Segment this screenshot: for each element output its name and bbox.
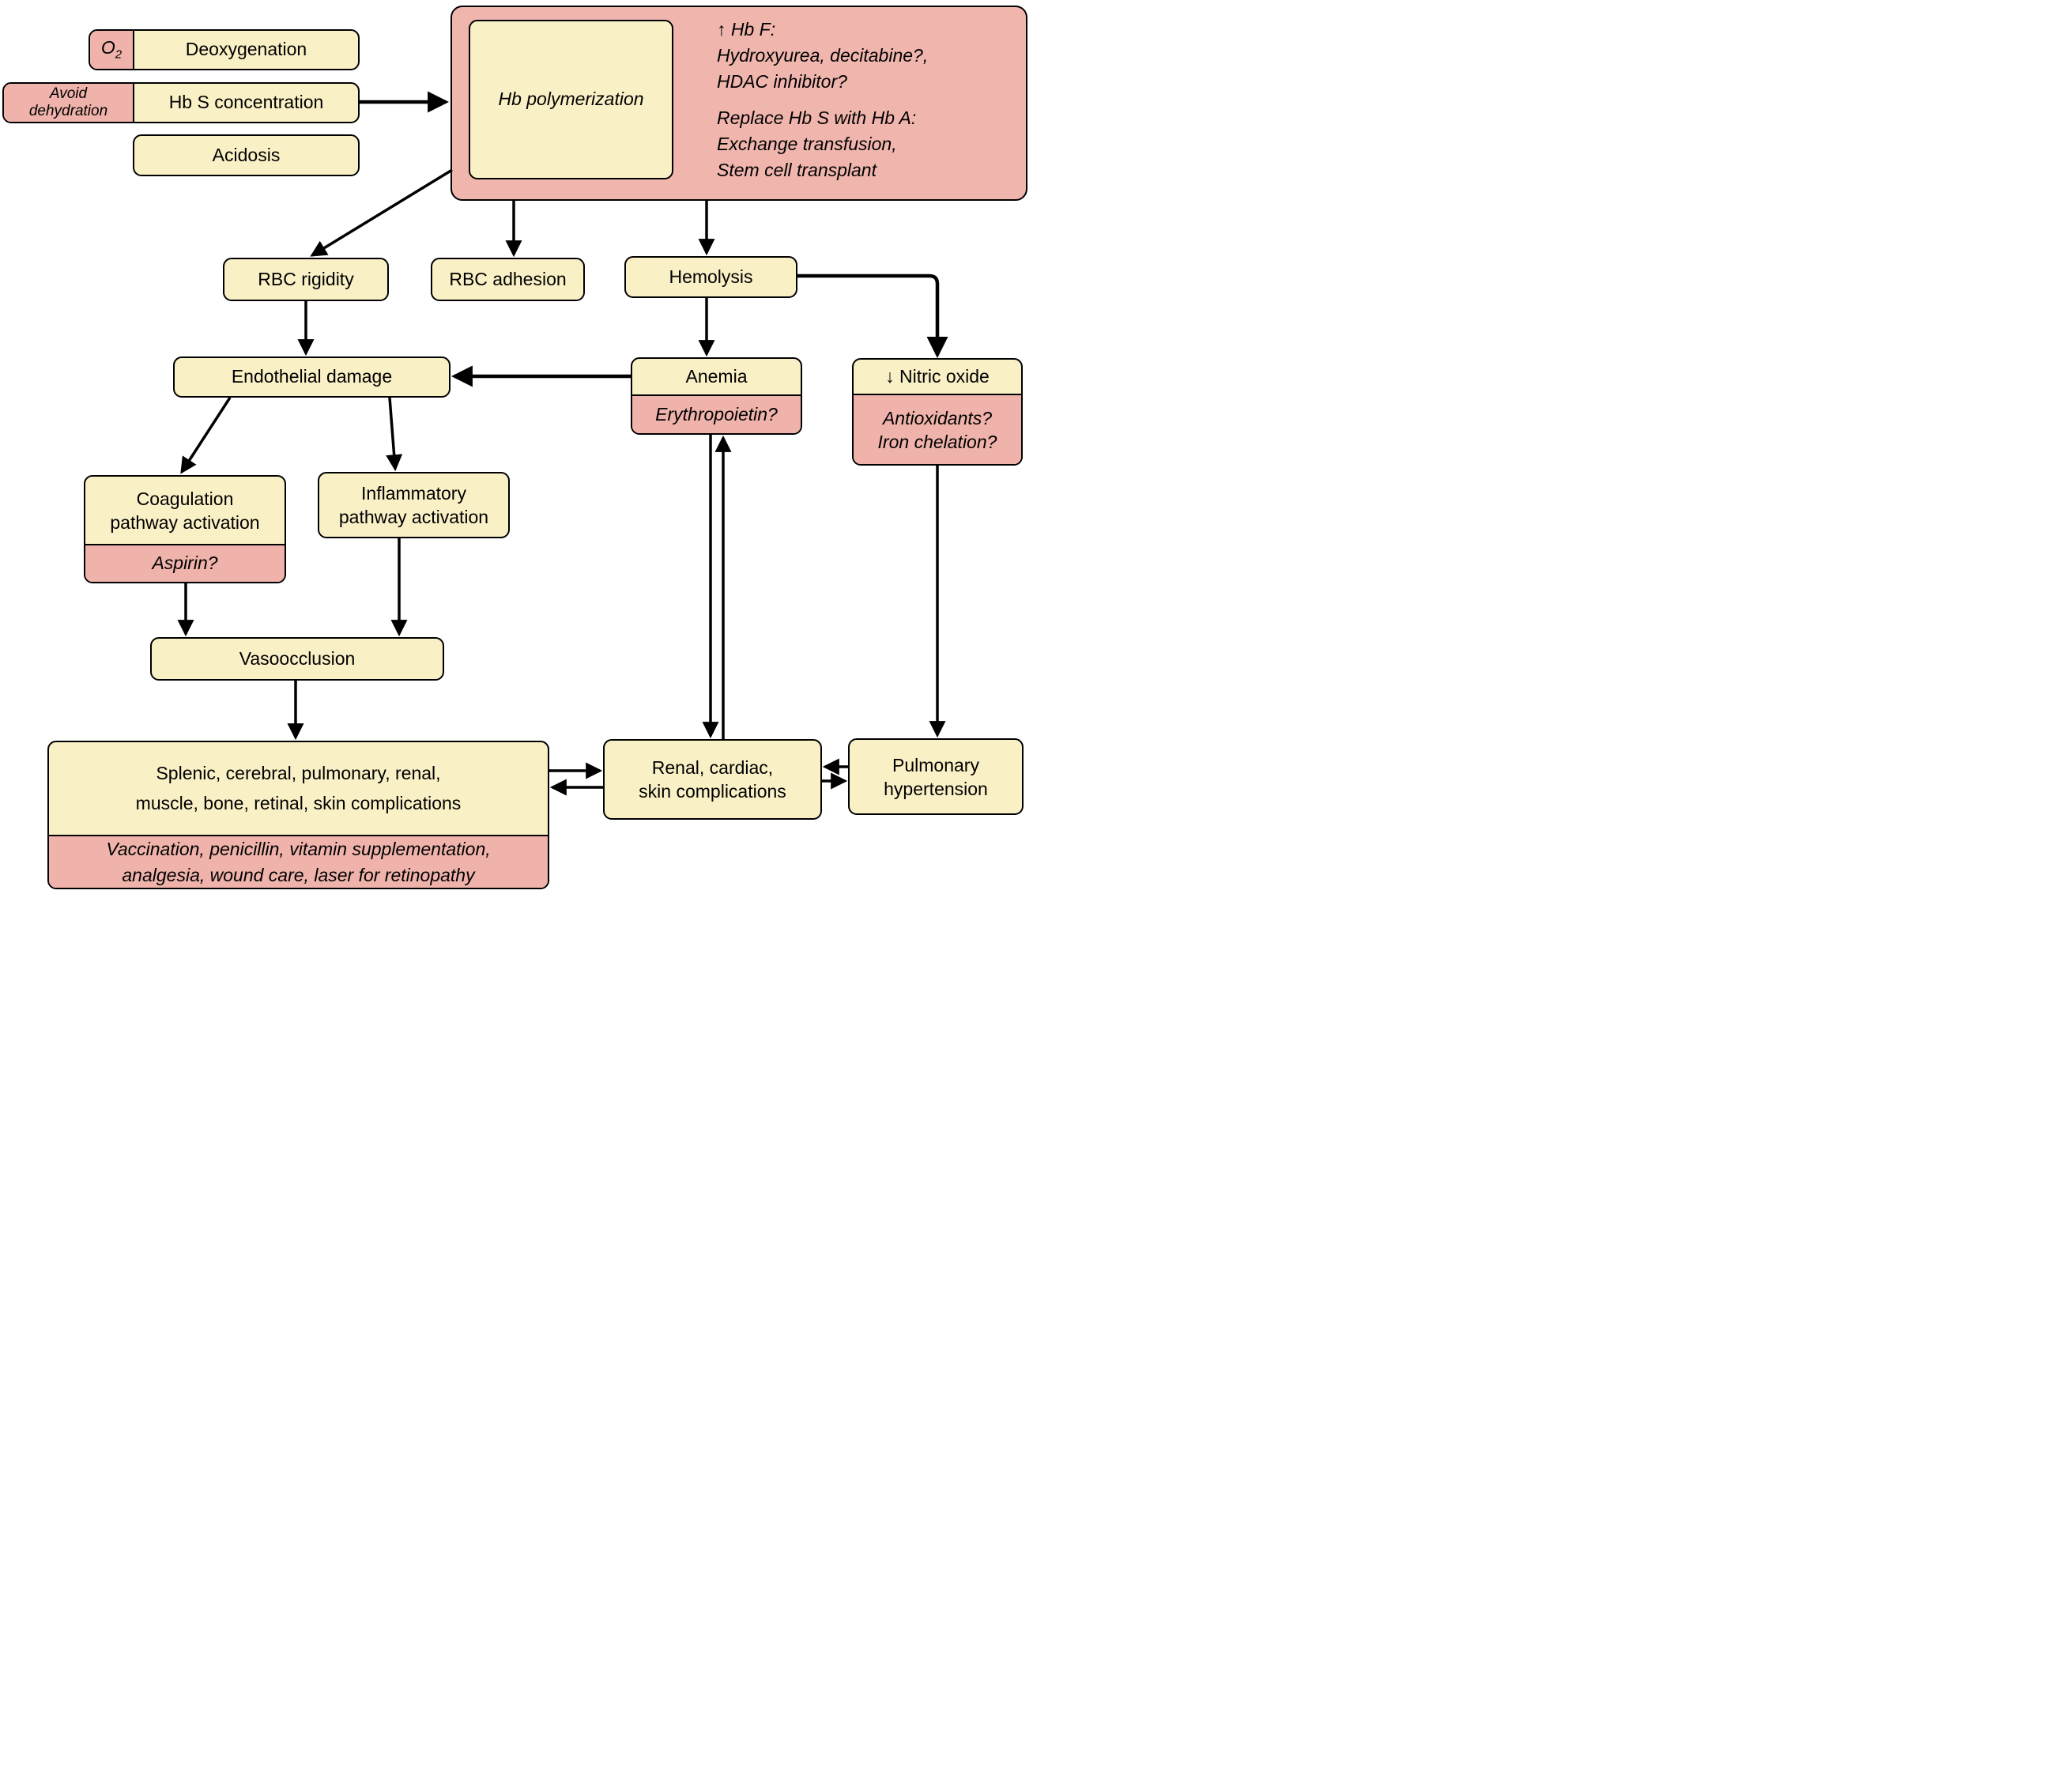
vasoocclusion-label: Vasoocclusion (239, 647, 356, 669)
coagulation-label-line1: Coagulation (136, 488, 234, 509)
endothelial-damage-label: Endothelial damage (231, 366, 393, 387)
node-coagulation-pathway: Coagulation pathway activation Aspirin? (84, 475, 286, 583)
arrow-polymerization-to-rbc-rigidity (310, 168, 453, 257)
o2-label: O2 (100, 37, 123, 62)
hb-polymerization-label: Hb polymerization (498, 89, 644, 110)
organ-complications-line1: Splenic, cerebral, pulmonary, renal, (156, 763, 441, 783)
node-rbc-adhesion: RBC adhesion (431, 258, 585, 301)
arrow-endothelial-to-coagulation (180, 397, 232, 474)
renal-cardiac-line1: Renal, cardiac, (651, 757, 774, 778)
rbc-adhesion-label: RBC adhesion (449, 268, 567, 289)
inflammatory-label-line2: pathway activation (338, 507, 489, 527)
diagram-canvas: O2 Deoxygenation Avoid dehydration Hb S … (0, 0, 1033, 896)
node-rbc-rigidity: RBC rigidity (223, 258, 389, 301)
hbs-label-cell: Hb S concentration (134, 84, 358, 122)
arrow-hemolysis-to-nitric-oxide (797, 274, 948, 359)
node-hb-polymerization-group: Hb polymerization ↑ Hb F: Hydroxyurea, d… (451, 6, 1027, 201)
node-renal-cardiac-skin: Renal, cardiac, skin complications (603, 739, 822, 820)
coagulation-label-section: Coagulation pathway activation (85, 477, 285, 544)
organ-treatment-line1: Vaccination, penicillin, vitamin supplem… (106, 838, 491, 859)
hbf-line1: ↑ Hb F: (717, 19, 776, 40)
deoxygenation-label: Deoxygenation (185, 39, 307, 60)
node-organ-complications: Splenic, cerebral, pulmonary, renal, mus… (47, 741, 549, 889)
organ-complications-line2: muscle, bone, retinal, skin complication… (135, 793, 462, 813)
deoxygenation-treatment-cell: O2 (90, 31, 134, 69)
hbf-line3: HDAC inhibitor? (717, 71, 847, 92)
anemia-treatment-section: Erythropoietin? (632, 394, 801, 433)
coagulation-treatment: Aspirin? (152, 553, 218, 574)
node-acidosis: Acidosis (133, 134, 360, 176)
inflammatory-label-line1: Inflammatory (361, 483, 466, 504)
arrow-endothelial-to-inflammatory (386, 397, 403, 472)
nitric-treatment-line2: Iron chelation? (877, 431, 997, 452)
coagulation-treatment-section: Aspirin? (85, 544, 285, 582)
hbf-line2: Hydroxyurea, decitabine?, (717, 45, 929, 66)
hbf-treatment-text: ↑ Hb F: Hydroxyurea, decitabine?, HDAC i… (717, 17, 1021, 95)
nitric-oxide-label-section: ↓ Nitric oxide (854, 360, 1021, 394)
replace-hbs-treatment-text: Replace Hb S with Hb A: Exchange transfu… (717, 105, 1021, 183)
nitric-treatment-line1: Antioxidants? (882, 407, 993, 428)
pulmonary-line2: hypertension (884, 778, 988, 799)
replace-line1: Replace Hb S with Hb A: (717, 108, 917, 128)
anemia-label: Anemia (685, 365, 748, 387)
node-hb-polymerization: Hb polymerization (469, 20, 673, 179)
organ-complications-treatment-section: Vaccination, penicillin, vitamin supplem… (49, 834, 548, 888)
hbs-label: Hb S concentration (168, 92, 324, 113)
replace-line2: Exchange transfusion, (717, 134, 897, 154)
anemia-treatment: Erythropoietin? (655, 403, 778, 424)
organ-treatment-line2: analgesia, wound care, laser for retinop… (122, 864, 475, 885)
avoid-dehydration-line1: Avoid (49, 85, 88, 102)
replace-line3: Stem cell transplant (717, 160, 877, 180)
pulmonary-line1: Pulmonary (892, 754, 979, 775)
avoid-dehydration-line2: dehydration (28, 103, 108, 119)
coagulation-label-line2: pathway activation (110, 511, 260, 533)
hb-polymerization-treatments: ↑ Hb F: Hydroxyurea, decitabine?, HDAC i… (717, 17, 1021, 183)
node-nitric-oxide: ↓ Nitric oxide Antioxidants? Iron chelat… (852, 358, 1023, 466)
node-anemia: Anemia Erythropoietin? (631, 357, 802, 435)
rbc-rigidity-label: RBC rigidity (258, 268, 354, 289)
anemia-label-section: Anemia (632, 359, 801, 394)
node-vasoocclusion: Vasoocclusion (150, 637, 444, 681)
acidosis-label: Acidosis (212, 144, 281, 165)
node-hb-s-concentration: Avoid dehydration Hb S concentration (2, 82, 360, 123)
nitric-oxide-treatment-section: Antioxidants? Iron chelation? (854, 394, 1021, 464)
nitric-oxide-label: ↓ Nitric oxide (885, 365, 990, 387)
renal-cardiac-line2: skin complications (639, 781, 786, 802)
node-inflammatory-pathway: Inflammatory pathway activation (318, 472, 510, 538)
node-deoxygenation: O2 Deoxygenation (89, 29, 360, 70)
deoxygenation-label-cell: Deoxygenation (134, 31, 358, 69)
hemolysis-label: Hemolysis (669, 266, 753, 287)
organ-complications-label-section: Splenic, cerebral, pulmonary, renal, mus… (49, 742, 548, 835)
node-endothelial-damage: Endothelial damage (173, 357, 451, 398)
node-pulmonary-hypertension: Pulmonary hypertension (848, 738, 1024, 815)
hbs-treatment-cell: Avoid dehydration (4, 84, 134, 122)
node-hemolysis: Hemolysis (624, 256, 797, 298)
